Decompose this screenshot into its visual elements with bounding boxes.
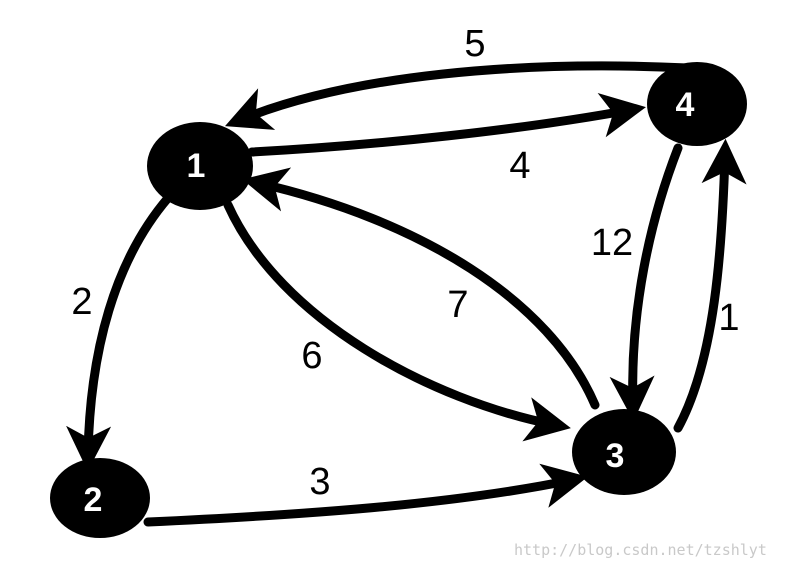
node-4-circle bbox=[647, 62, 747, 146]
weight-3-to-4: 1 bbox=[718, 297, 739, 339]
edge-2-to-3 bbox=[143, 463, 588, 527]
weight-3-to-1: 7 bbox=[447, 284, 468, 326]
edge-1-to-4 bbox=[247, 93, 646, 157]
weight-2-to-3: 3 bbox=[309, 461, 330, 503]
node-1-label: 1 bbox=[187, 147, 206, 185]
node-2-circle bbox=[50, 458, 150, 538]
watermark-text: http://blog.csdn.net/tzshlyt bbox=[514, 541, 767, 559]
node-3-circle bbox=[572, 409, 676, 495]
edge-3-to-1 bbox=[242, 167, 600, 410]
weight-4-to-3: 12 bbox=[591, 222, 633, 264]
nodes: 1 2 3 4 bbox=[50, 62, 747, 538]
weight-1-to-4: 4 bbox=[509, 145, 530, 187]
node-1: 1 bbox=[147, 122, 253, 210]
node-3: 3 bbox=[572, 409, 676, 495]
edge-3-to-4 bbox=[673, 138, 747, 433]
weight-4-to-1: 5 bbox=[464, 23, 485, 65]
weight-1-to-3: 6 bbox=[301, 335, 322, 377]
node-3-label: 3 bbox=[606, 437, 625, 475]
node-4-label: 4 bbox=[676, 86, 695, 124]
weight-1-to-2: 2 bbox=[71, 281, 92, 323]
edge-4-to-3 bbox=[609, 143, 683, 422]
edges bbox=[66, 61, 747, 527]
node-1-circle bbox=[147, 122, 253, 210]
edge-1-to-2 bbox=[66, 193, 173, 472]
edge-4-to-1 bbox=[225, 61, 693, 130]
edge-weights: 5 4 2 6 7 12 1 3 bbox=[71, 23, 739, 503]
edge-1-to-3 bbox=[223, 200, 571, 442]
node-4: 4 bbox=[647, 62, 747, 146]
node-2-label: 2 bbox=[84, 481, 103, 519]
node-2: 2 bbox=[50, 458, 150, 538]
